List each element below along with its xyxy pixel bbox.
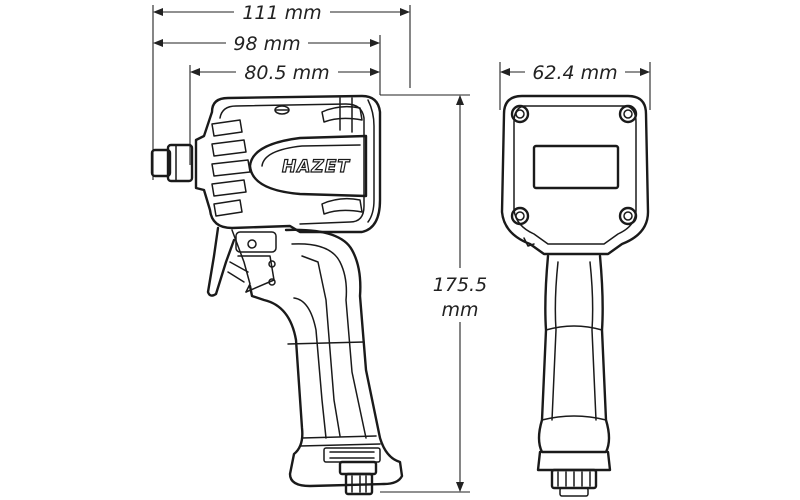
front-view-impact-wrench: [500, 94, 650, 497]
screw-icon: [274, 105, 290, 115]
front-nameplate: [532, 144, 620, 190]
brand-oval: [248, 134, 368, 198]
front-air-inlet-fitting: [550, 468, 598, 497]
head-length-label: 80.5 mm: [244, 62, 329, 84]
square-drive-anvil: [150, 143, 194, 183]
brand-logo: HAZET: [282, 157, 350, 177]
vent-slots: [211, 119, 251, 217]
handle: [248, 228, 404, 488]
side-view-impact-wrench: HAZET: [150, 94, 404, 496]
trigger-assembly: [206, 226, 277, 297]
head-width-label: 62.4 mm: [532, 62, 617, 84]
front-handle: [537, 254, 611, 454]
air-inlet-fitting: [338, 460, 378, 496]
body-length-label: 98 mm: [233, 33, 300, 55]
overall-length-label: 111 mm: [242, 2, 321, 24]
nameplate: [323, 447, 381, 463]
height-value-label: 175.5: [433, 274, 487, 296]
front-head-housing: [500, 94, 650, 256]
height-unit-label: mm: [441, 299, 478, 321]
housing-bolts: [510, 104, 638, 226]
dimension-lines: [152, 5, 651, 493]
head-housing: [194, 94, 382, 234]
